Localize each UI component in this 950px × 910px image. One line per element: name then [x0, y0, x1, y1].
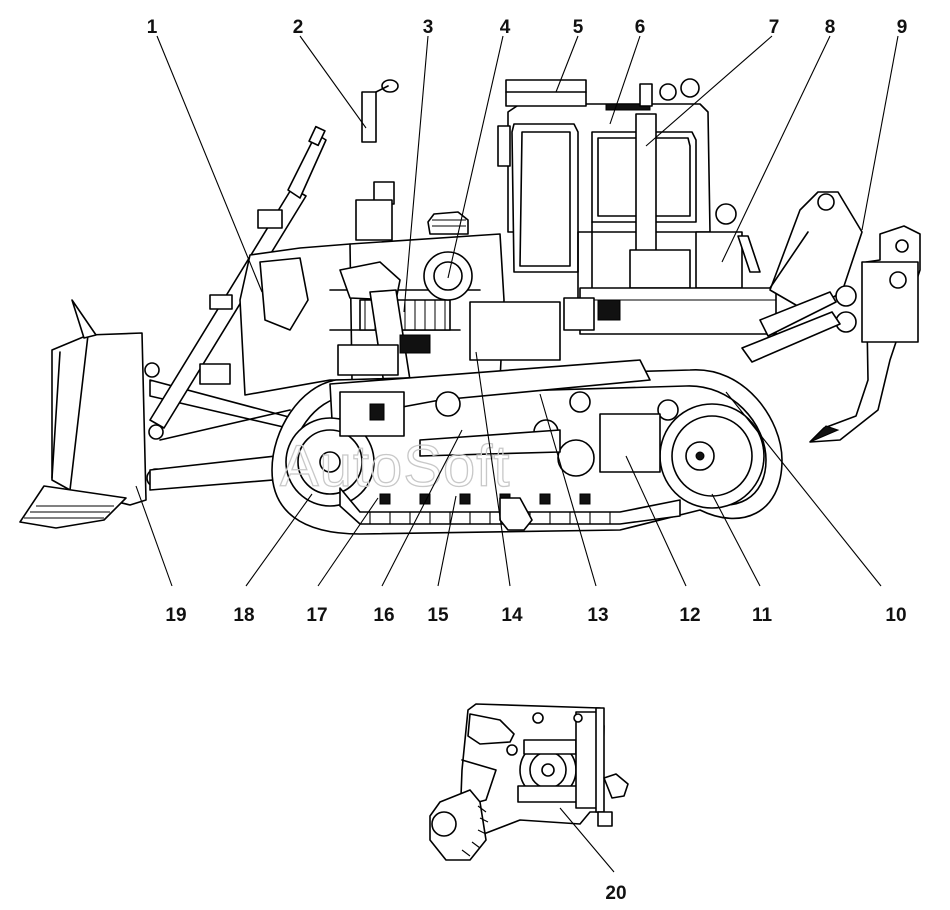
- callout-numbers: 1 2 3 4 5 6 7 8 9 10 11 12 13 14 15 16 1…: [147, 17, 908, 904]
- callout-20: 20: [605, 883, 626, 904]
- callout-1: 1: [147, 17, 158, 38]
- callout-2: 2: [293, 17, 304, 38]
- callout-10: 10: [885, 605, 906, 626]
- callout-17: 17: [306, 605, 327, 626]
- callout-13: 13: [587, 605, 608, 626]
- callout-14: 14: [501, 605, 523, 626]
- lift-cylinder: [149, 125, 327, 429]
- callout-8: 8: [825, 17, 836, 38]
- callout-15: 15: [427, 605, 449, 626]
- operator-cab: [469, 78, 777, 361]
- callout-9: 9: [897, 17, 908, 38]
- callout-16: 16: [373, 605, 394, 626]
- track-assembly: [271, 359, 783, 535]
- callout-18: 18: [233, 605, 254, 626]
- callout-19: 19: [165, 605, 186, 626]
- leader-lines: [135, 35, 899, 873]
- callout-6: 6: [635, 17, 646, 38]
- callout-3: 3: [423, 17, 434, 38]
- callout-7: 7: [769, 17, 780, 38]
- callout-5: 5: [573, 17, 584, 38]
- detail-view-ripper-drive: [429, 703, 629, 861]
- air-precleaner: [427, 211, 469, 235]
- ripper: [741, 191, 921, 443]
- watermark-text: AutoSoft: [280, 434, 510, 499]
- callout-11: 11: [752, 605, 773, 626]
- dozer-blade: [19, 299, 166, 529]
- callout-4: 4: [500, 17, 511, 38]
- exhaust-stack: [355, 79, 399, 241]
- engine-hood: [239, 233, 505, 396]
- callout-12: 12: [679, 605, 700, 626]
